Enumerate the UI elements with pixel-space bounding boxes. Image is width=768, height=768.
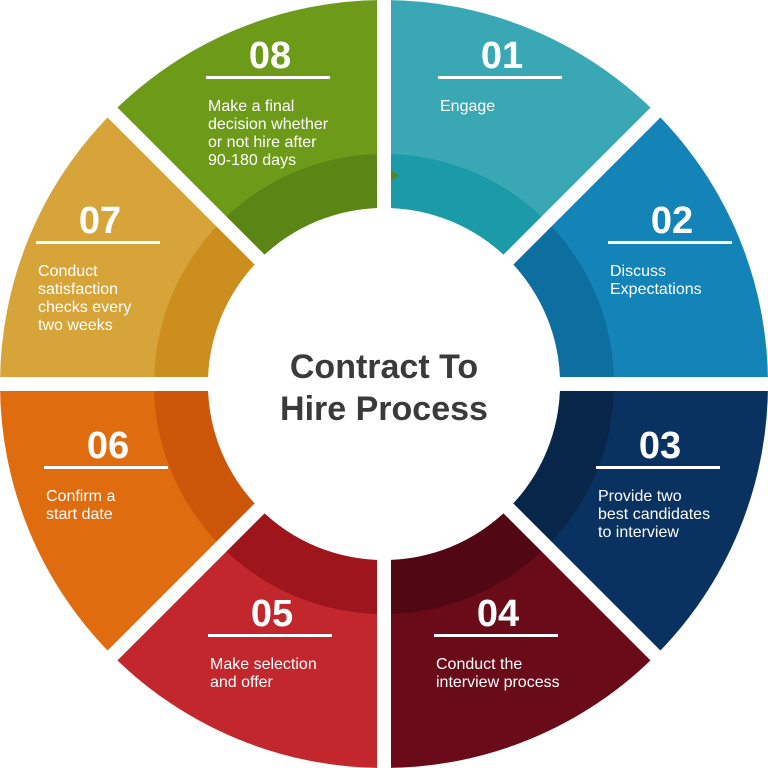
step-description-line: Make a final	[208, 98, 294, 115]
segment-inner-band-08	[221, 154, 384, 260]
step-description-line: or not hire after	[208, 134, 317, 151]
step-description-line: and offer	[210, 674, 274, 691]
step-number: 02	[651, 200, 693, 242]
separator-6	[100, 500, 268, 668]
step-description-line: start date	[46, 506, 113, 523]
segment-inner-band-06	[154, 384, 260, 547]
step-description-line: satisfaction	[38, 281, 118, 298]
step-description-line: decision whether	[208, 116, 329, 133]
step-number: 07	[79, 200, 121, 242]
step-description-line: Make selection	[210, 656, 317, 673]
center-title-line-1: Contract To	[290, 348, 478, 386]
segment-inner-band-03	[508, 384, 614, 547]
step-underline	[608, 241, 732, 244]
step-number: 04	[477, 593, 519, 635]
step-number: 08	[249, 35, 291, 77]
segment-inner-band-07	[154, 221, 260, 384]
step-underline	[208, 634, 332, 637]
step-description-line: interview process	[436, 674, 560, 691]
step-description-line: 90-180 days	[208, 152, 296, 169]
step-description-line: two weeks	[38, 317, 113, 334]
step-description-line: to interview	[598, 524, 679, 541]
step-number: 05	[251, 593, 293, 635]
step-description-line: Confirm a	[46, 488, 115, 505]
step-number: 06	[87, 425, 129, 467]
separator-4	[500, 500, 668, 668]
step-underline	[44, 466, 168, 469]
step-description-line: best candidates	[598, 506, 710, 523]
step-description-line: Conduct the	[436, 656, 522, 673]
segment-inner-band-01	[384, 154, 547, 260]
step-description-line: checks every	[38, 299, 131, 316]
step-description-line: Discuss	[610, 263, 666, 280]
segment-inner-band-04	[384, 508, 547, 614]
step-number: 03	[639, 425, 681, 467]
step-description-line: Expectations	[610, 281, 702, 298]
step-description-line: Provide two	[598, 488, 682, 505]
separator-8	[100, 100, 268, 268]
step-underline	[434, 634, 558, 637]
center-disc	[208, 208, 560, 560]
step-description-line: Conduct	[38, 263, 98, 280]
center-title-line-2: Hire Process	[280, 390, 488, 428]
step-description-line: Engage	[440, 98, 495, 115]
step-underline	[206, 76, 330, 79]
segment-inner-band-02	[508, 221, 614, 384]
step-underline	[36, 241, 160, 244]
step-underline	[438, 76, 562, 79]
step-number: 01	[481, 35, 523, 77]
step-underline	[596, 466, 720, 469]
separator-2	[500, 100, 668, 268]
segment-inner-band-05	[221, 508, 384, 614]
